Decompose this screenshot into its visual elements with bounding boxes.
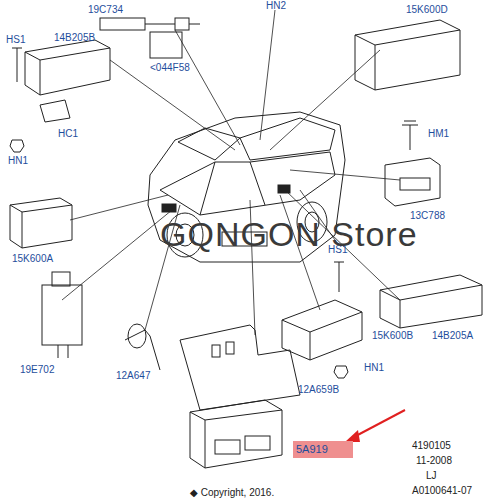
callout-number: HN1 — [364, 362, 384, 374]
drawing-note: A0100641-07 — [412, 485, 472, 497]
callout-number: HC1 — [58, 128, 78, 140]
drawing-note: 11-2008 — [416, 455, 452, 467]
callout-number: 15K600B — [372, 330, 413, 342]
highlight-arrow — [345, 410, 405, 442]
callout-number: HN1 — [8, 155, 28, 167]
watermark: GQNGON Store — [160, 215, 418, 253]
callout-number: HN2 — [266, 0, 286, 12]
highlight-box: 5A919 — [293, 441, 353, 458]
leader-lines — [62, 10, 400, 335]
callout-number: 15K600A — [12, 253, 53, 265]
callout-number: 14B205B — [54, 32, 95, 44]
drawing-note: ◆ Copyright, 2016. — [190, 487, 274, 499]
callout-number: 19E702 — [20, 364, 54, 376]
part-number: 5A919 — [296, 443, 350, 456]
callout-number: 19C734 — [88, 4, 123, 16]
callout-number: 12A647 — [116, 370, 150, 382]
callout-number: 14B205A — [432, 330, 473, 342]
callout-number: 15K600D — [406, 4, 448, 16]
drawing-note: LJ — [426, 470, 437, 482]
callout-number: HS1 — [6, 34, 25, 46]
callout-number: HM1 — [428, 128, 449, 140]
drawing-note: 4190105 — [412, 440, 451, 452]
callout-number: <044F58 — [150, 62, 190, 74]
callout-number: 12A659B — [298, 384, 339, 396]
